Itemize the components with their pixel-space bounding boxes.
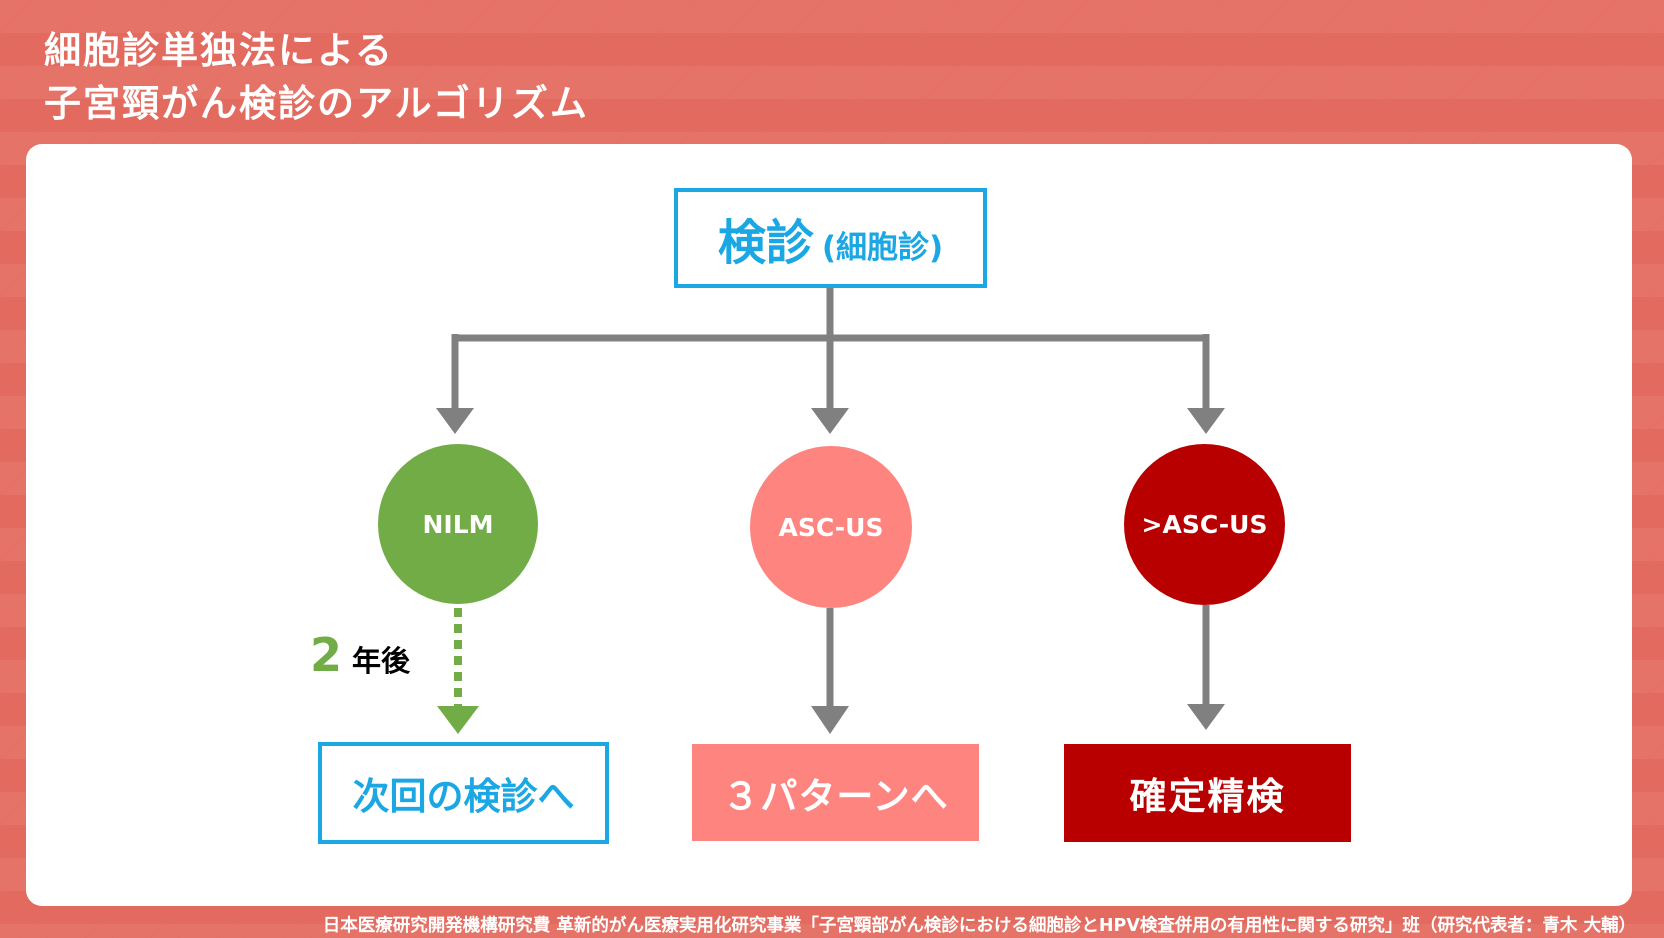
arrowhead-right	[1187, 408, 1225, 434]
result-asc-us-circle: ASC-US	[750, 446, 912, 608]
interval-number: 2	[310, 628, 343, 682]
outcome-three-patterns-label: ３パターンへ	[722, 774, 949, 818]
arrowhead-green	[437, 706, 479, 734]
result-asc-us-label: ASC-US	[778, 512, 884, 542]
outcome-confirm-exam-label: 確定精検	[1129, 775, 1286, 818]
root-main-label: 検診	[717, 215, 814, 271]
result-above-asc-us-label: >ASC-US	[1141, 510, 1268, 539]
interval-label: 2 年後	[310, 628, 410, 682]
source-footnote: 日本医療研究開発機構研究費 革新的がん医療実用化研究事業「子宮頸部がん検診におけ…	[322, 916, 1636, 936]
title-line-2: 子宮頸がん検診のアルゴリズム	[44, 82, 589, 125]
arrowhead-left	[436, 408, 474, 434]
outcome-confirm-exam-box: 確定精検	[1064, 744, 1351, 842]
outcome-next-screening-box: 次回の検診へ	[318, 742, 609, 844]
root-sub-label: (細胞診)	[821, 229, 944, 266]
outcome-next-screening-label: 次回の検診へ	[352, 775, 575, 818]
screening-root-box: 検診 (細胞診)	[674, 188, 987, 288]
arrowhead-center	[811, 408, 849, 434]
slide-title: 細胞診単独法による 子宮頸がん検診のアルゴリズム	[44, 24, 589, 130]
interval-unit: 年後	[352, 644, 411, 678]
result-nilm-label: NILM	[422, 509, 494, 539]
arrowhead-right-lower	[1187, 704, 1225, 730]
arrowhead-center-lower	[811, 706, 849, 734]
outcome-three-patterns-box: ３パターンへ	[692, 744, 979, 841]
result-nilm-circle: NILM	[378, 444, 538, 604]
title-line-1: 細胞診単独法による	[44, 29, 394, 72]
result-above-asc-us-circle: >ASC-US	[1124, 444, 1285, 605]
